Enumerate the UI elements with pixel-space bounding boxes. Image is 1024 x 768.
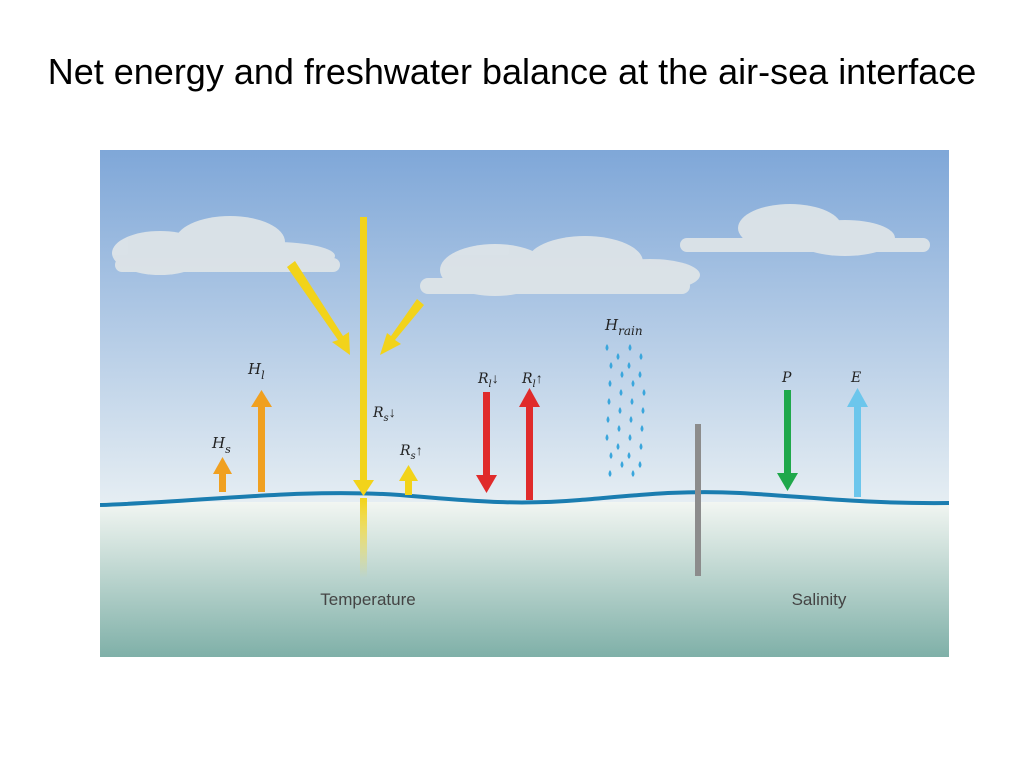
section-divider <box>695 424 701 576</box>
section-label-temperature: Temperature <box>320 590 415 609</box>
latent-heat-shaft <box>258 405 265 492</box>
air-sea-interface-diagram: Hs Hl Rs↓ Rs↑ Rl↓ Rl↑ Hrain P E Temperat… <box>100 150 949 657</box>
evaporation-shaft <box>854 405 861 497</box>
shortwave-penetration <box>360 498 367 578</box>
section-label-salinity: Salinity <box>792 590 847 609</box>
precipitation-shaft <box>784 390 791 475</box>
shortwave-down-shaft <box>360 217 367 482</box>
label-evaporation: E <box>850 370 861 386</box>
sea-background <box>100 502 949 657</box>
shortwave-up-shaft <box>405 480 412 495</box>
label-precipitation: P <box>781 370 792 386</box>
longwave-up-shaft <box>526 405 533 500</box>
sensible-heat-shaft <box>219 472 226 492</box>
longwave-down-shaft <box>483 392 490 477</box>
slide-title: Net energy and freshwater balance at the… <box>40 50 984 94</box>
